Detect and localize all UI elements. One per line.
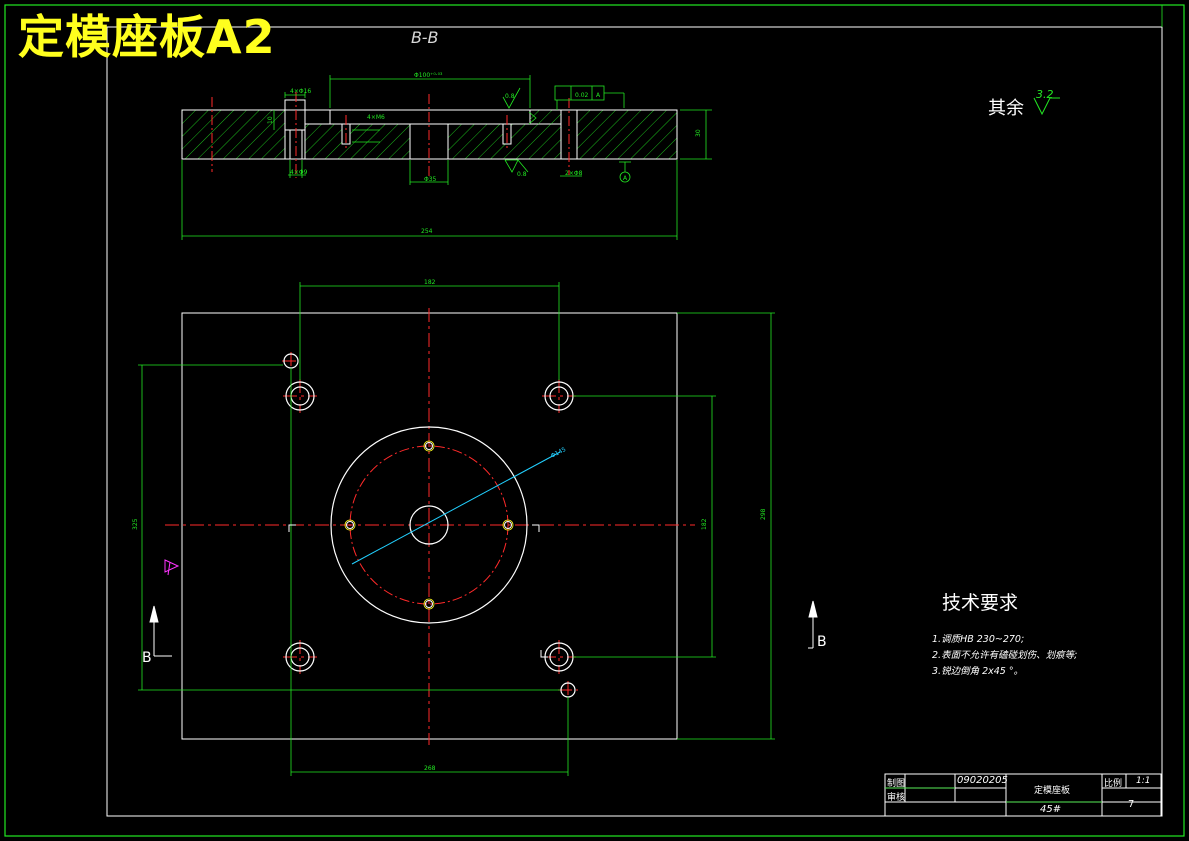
- sheet-border: [4, 4, 1185, 837]
- technical-requirement-3: 3.锐边倒角 2x45 °。: [932, 666, 1024, 677]
- section-view: 254 Φ100⁺⁰·⁰³ 4×Φ16 Φ35 4×Φ9 2×Φ8 0.02 A…: [181, 72, 712, 240]
- edge-marker-icon: [164, 559, 180, 576]
- title-block-material: 45#: [1040, 804, 1062, 815]
- svg-text:182: 182: [701, 518, 708, 530]
- surface-finish-value: 3.2: [1036, 88, 1054, 101]
- title-block-part-name: 定模座板: [1034, 786, 1071, 796]
- title-block-drawn-label: 制图: [887, 779, 906, 789]
- svg-text:268: 268: [424, 765, 436, 772]
- svg-text:0.8: 0.8: [517, 171, 527, 178]
- svg-text:298: 298: [760, 508, 767, 520]
- section-view-label: B-B: [411, 28, 439, 47]
- section-arrow-right-icon: [808, 600, 818, 649]
- title-block-drawing-number: 09020205: [957, 775, 1008, 786]
- svg-text:0.02: 0.02: [575, 92, 589, 99]
- svg-text:4×Φ16: 4×Φ16: [290, 88, 311, 95]
- svg-text:2×Φ8: 2×Φ8: [565, 170, 583, 177]
- svg-text:10: 10: [267, 116, 274, 124]
- svg-text:Φ100⁺⁰·⁰³: Φ100⁺⁰·⁰³: [414, 72, 443, 79]
- title-block-review-label: 审核: [887, 793, 906, 803]
- plan-view: 182 268 298 182 325 Φ145: [132, 279, 818, 776]
- svg-text:Φ35: Φ35: [424, 176, 437, 183]
- drawing-title: 定模座板A2: [18, 10, 276, 64]
- svg-text:A: A: [623, 175, 628, 182]
- section-marker-left: B: [142, 650, 152, 666]
- roughness-symbol-icon: [1033, 97, 1060, 116]
- surface-finish-label: 其余: [988, 98, 1024, 119]
- svg-text:182: 182: [424, 279, 436, 286]
- svg-text:4×Φ9: 4×Φ9: [290, 169, 308, 176]
- svg-text:254: 254: [421, 228, 433, 235]
- svg-text:0.8: 0.8: [505, 93, 515, 100]
- pitch-circle-leader: [351, 451, 561, 565]
- technical-requirement-2: 2.表面不允许有磕碰划伤、划痕等;: [932, 650, 1078, 661]
- section-arrow-left-icon: [149, 605, 172, 657]
- technical-requirements-title: 技术要求: [942, 592, 1019, 614]
- title-block-scale-label: 比例: [1104, 779, 1123, 789]
- section-marker-right: B: [817, 634, 827, 650]
- svg-text:A: A: [596, 92, 601, 99]
- title-block-scale-value: 1:1: [1136, 776, 1151, 786]
- technical-requirement-1: 1.调质HB 230~270;: [932, 634, 1025, 645]
- svg-text:325: 325: [132, 518, 139, 530]
- svg-text:4×M6: 4×M6: [367, 114, 385, 121]
- svg-text:30: 30: [695, 129, 702, 137]
- svg-text:Φ145: Φ145: [550, 446, 568, 460]
- title-block-sheet: 7: [1128, 799, 1135, 810]
